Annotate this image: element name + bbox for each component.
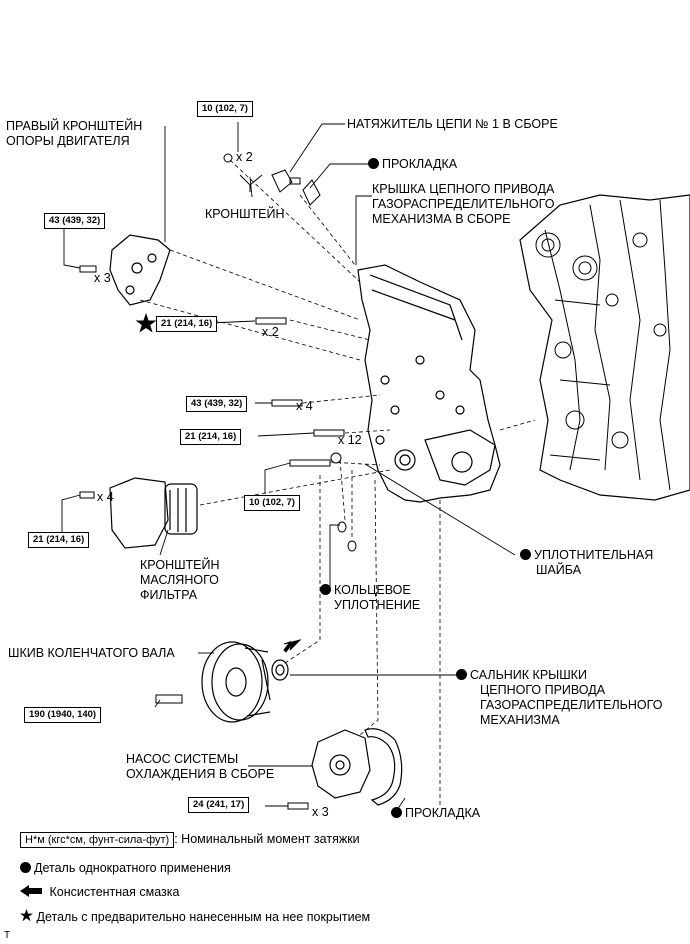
star-icon [20,909,33,922]
label-water-pump: НАСОС СИСТЕМЫ ОХЛАЖДЕНИЯ В СБОРЕ [126,752,275,781]
torque-box-x4: 43 (439, 32) [186,396,248,412]
torque-box-top: 10 (102, 7) [197,101,253,117]
label-engine-bracket: ПРАВЫЙ КРОНШТЕЙН ОПОРЫ ДВИГАТЕЛЯ [6,119,143,148]
legend-grease: Консистентная смазка [20,885,179,900]
qty-x12: x 12 [338,433,362,447]
label-o-ring: КОЛЬЦЕВОЕ УПЛОТНЕНИЕ [320,583,420,613]
grease-arrow-icon [20,885,42,897]
single-use-dot-icon [320,584,331,595]
torque-box-pump: 24 (241, 17) [188,797,250,813]
crank-pulley-drawing [201,641,289,723]
guide-lines [139,159,536,805]
single-use-dot-icon [520,549,531,560]
label-oil-seal: САЛЬНИК КРЫШКИ ЦЕПНОГО ПРИВОДА ГАЗОРАСПР… [456,668,662,728]
label-gasket-top: ПРОКЛАДКА [368,157,457,172]
legend-torque: Н*м (кгс*см, фунт-сила-фут): Номинальный… [20,832,360,848]
label-seal-washer: УПЛОТНИТЕЛЬНАЯ ШАЙБА [520,548,653,578]
label-chain-tensioner: НАТЯЖИТЕЛЬ ЦЕПИ № 1 В СБОРЕ [347,117,558,131]
label-gasket-bottom: ПРОКЛАДКА [391,806,480,821]
qty-x4: x 4 [296,399,313,413]
legend-precoated: Деталь с предварительно нанесенным на не… [20,909,370,925]
torque-box-star: 21 (214, 16) [156,316,218,332]
grease-arrow-drawing [283,639,302,653]
oil-filter-bracket-drawing [109,477,198,549]
torque-box-filter: 21 (214, 16) [28,532,90,548]
single-use-dot-icon [20,862,31,873]
single-use-dot-icon [368,158,379,169]
engine-bracket-drawing [109,234,171,306]
water-pump-drawing [311,728,403,806]
legend-torque-box: Н*м (кгс*см, фунт-сила-фут) [20,832,175,848]
chain-cover-drawing [357,264,501,503]
qty-top: x 2 [236,150,253,164]
single-use-dot-icon [391,807,402,818]
torque-box-engine-bracket: 43 (439, 32) [44,213,106,229]
qty-pump: x 3 [312,805,329,819]
precoated-star-icon [135,313,157,333]
leader-lines [61,122,516,814]
label-oil-filter-bracket: КРОНШТЕЙН МАСЛЯНОГО ФИЛЬТРА [140,558,220,602]
label-chain-cover: КРЫШКА ЦЕПНОГО ПРИВОДА ГАЗОРАСПРЕДЕЛИТЕЛ… [372,182,555,226]
engine-block-drawing [519,194,690,501]
legend-single-use: Деталь однократного применения [20,861,231,876]
qty-engine-bracket: x 3 [94,271,111,285]
corner-mark: T [4,930,11,941]
label-bracket: КРОНШТЕЙН [205,207,285,221]
torque-box-x12: 21 (214, 16) [180,429,242,445]
single-use-dot-icon [456,669,467,680]
label-crank-pulley: ШКИВ КОЛЕНЧАТОГО ВАЛА [8,646,175,660]
qty-filter: x 4 [97,490,114,504]
small-parts-drawing [79,153,357,810]
torque-box-pulley: 190 (1940, 140) [24,707,102,723]
qty-star: x 2 [262,325,279,339]
torque-box-mid: 10 (102, 7) [244,495,300,511]
